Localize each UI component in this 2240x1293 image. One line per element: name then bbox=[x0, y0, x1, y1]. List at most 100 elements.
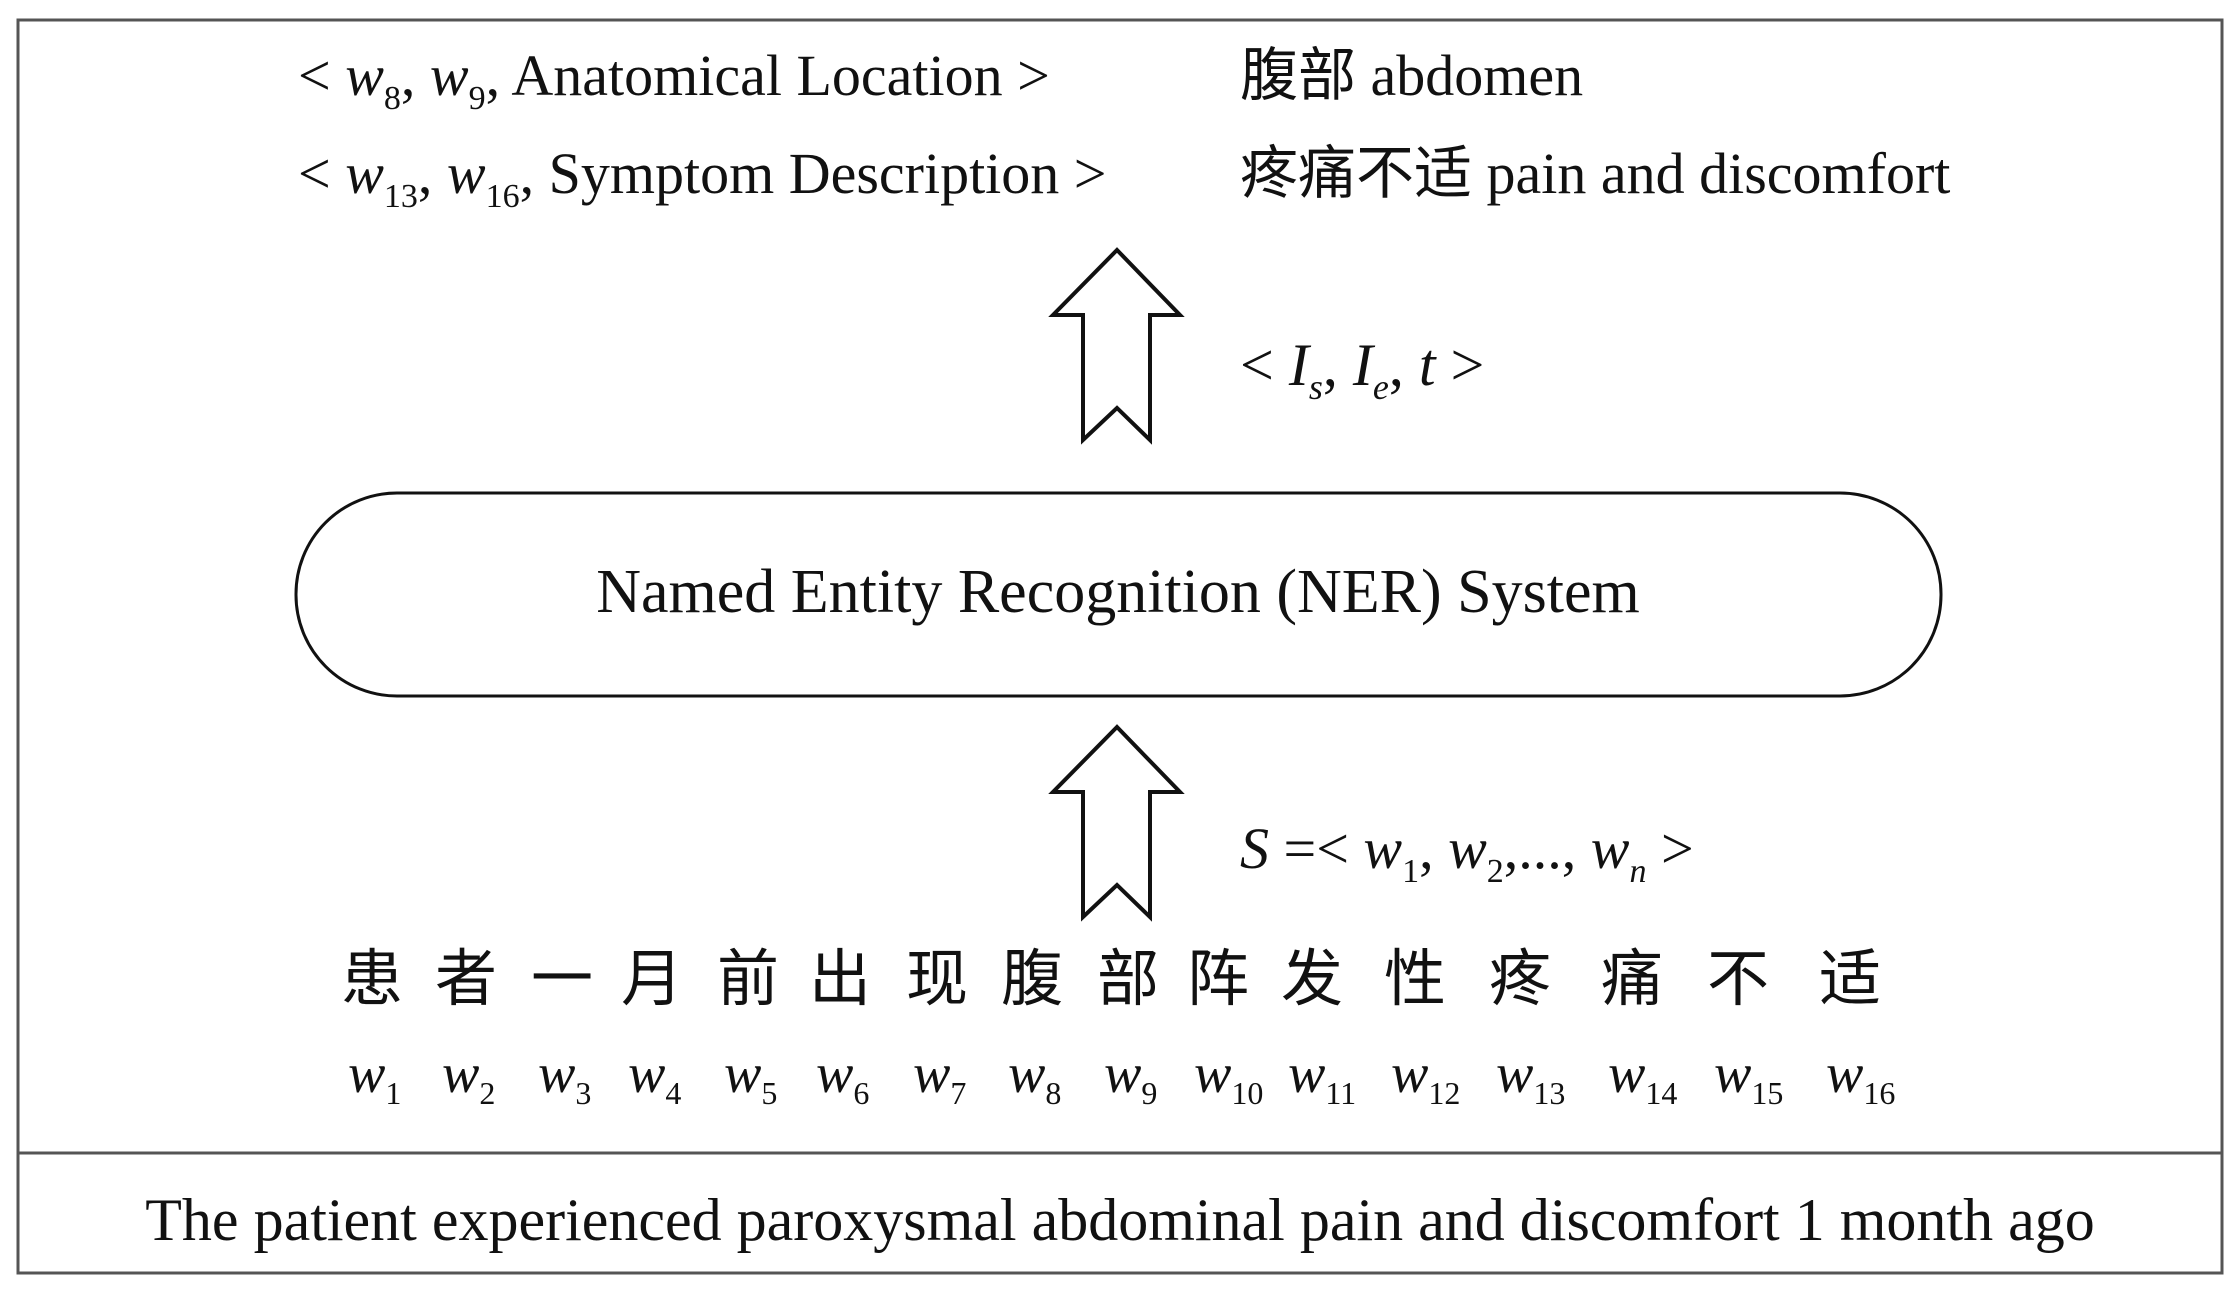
token: w5 bbox=[724, 1043, 777, 1111]
ner-system-label: Named Entity Recognition (NER) System bbox=[596, 558, 1640, 626]
output-notation-a-sub: s bbox=[1309, 367, 1323, 407]
token-sub: 10 bbox=[1231, 1075, 1263, 1111]
character: 阵 bbox=[1187, 946, 1249, 1014]
token-sub: 9 bbox=[1141, 1075, 1157, 1111]
input-notation-t1: w bbox=[1363, 816, 1402, 881]
output-entity-2: < w13, w16, Symptom Description > bbox=[298, 141, 1107, 215]
output-notation: < Is, Ie, t > bbox=[1240, 332, 1484, 407]
token-sub: 6 bbox=[853, 1075, 869, 1111]
input-notation-sn: n bbox=[1629, 853, 1646, 890]
entity-2-en: pain and discomfort bbox=[1487, 141, 1951, 206]
characters-row: 患者一月前出现腹部阵发性疼痛不适 bbox=[341, 946, 1881, 1014]
token-var: w bbox=[724, 1043, 761, 1105]
token: w10 bbox=[1194, 1043, 1263, 1111]
token-var: w bbox=[442, 1043, 479, 1105]
output-notation-a: I bbox=[1288, 332, 1312, 398]
output-notation-c: t bbox=[1419, 332, 1437, 398]
token: w1 bbox=[348, 1043, 401, 1111]
token: w3 bbox=[538, 1043, 591, 1111]
token: w11 bbox=[1288, 1043, 1356, 1111]
token-sub: 16 bbox=[1863, 1075, 1895, 1111]
entity-1-end-sub: 9 bbox=[469, 80, 486, 117]
input-notation-s1: 1 bbox=[1402, 853, 1419, 890]
entity-1-start-var: w bbox=[345, 43, 384, 108]
character: 部 bbox=[1097, 946, 1159, 1014]
character: 适 bbox=[1819, 946, 1881, 1014]
token: w8 bbox=[1008, 1043, 1061, 1111]
output-notation-b-sub: e bbox=[1373, 367, 1389, 407]
token: w15 bbox=[1714, 1043, 1783, 1111]
token-sub: 5 bbox=[761, 1075, 777, 1111]
entity-2-end-var: w bbox=[447, 141, 486, 206]
token-sub: 13 bbox=[1533, 1075, 1565, 1111]
token-var: w bbox=[1826, 1043, 1863, 1105]
token-var: w bbox=[1608, 1043, 1645, 1105]
entity-1-zh: 腹部 bbox=[1240, 43, 1356, 108]
character: 者 bbox=[435, 946, 497, 1014]
input-notation-t2: w bbox=[1448, 816, 1487, 881]
output-entity-1-meaning: 腹部 abdomen bbox=[1240, 43, 1583, 108]
output-entity-1: < w8, w9, Anatomical Location > bbox=[298, 43, 1050, 117]
entity-2-type: Symptom Description bbox=[549, 141, 1060, 206]
output-entity-2-meaning: 疼痛不适 pain and discomfort bbox=[1240, 141, 1950, 206]
token-var: w bbox=[1391, 1043, 1428, 1105]
lower-hollow-arrow-icon bbox=[1048, 724, 1185, 922]
token-var: w bbox=[628, 1043, 665, 1105]
entity-2-end-sub: 16 bbox=[486, 178, 520, 215]
token-var: w bbox=[1008, 1043, 1045, 1105]
character: 发 bbox=[1281, 946, 1343, 1014]
token-sub: 3 bbox=[575, 1075, 591, 1111]
token-sub: 14 bbox=[1645, 1075, 1677, 1111]
token-sub: 11 bbox=[1325, 1075, 1356, 1111]
input-notation-ellipsis: ... bbox=[1518, 816, 1562, 881]
input-notation: S =< w1, w2,..., wn > bbox=[1240, 816, 1694, 890]
token: w12 bbox=[1391, 1043, 1460, 1111]
character: 月 bbox=[621, 946, 683, 1014]
entity-2-start-var: w bbox=[345, 141, 384, 206]
character: 现 bbox=[906, 946, 968, 1014]
token-var: w bbox=[1496, 1043, 1533, 1105]
token-var: w bbox=[1714, 1043, 1751, 1105]
character: 腹 bbox=[1001, 946, 1063, 1014]
token-var: w bbox=[1194, 1043, 1231, 1105]
character: 性 bbox=[1384, 946, 1446, 1014]
character: 一 bbox=[531, 946, 593, 1014]
token-sub: 7 bbox=[950, 1075, 966, 1111]
token-var: w bbox=[348, 1043, 385, 1105]
token-var: w bbox=[913, 1043, 950, 1105]
character: 疼 bbox=[1489, 946, 1551, 1014]
entity-2-zh: 疼痛不适 bbox=[1240, 141, 1472, 206]
entity-1-type: Anatomical Location bbox=[511, 43, 1002, 108]
token: w2 bbox=[442, 1043, 495, 1111]
character: 出 bbox=[809, 946, 871, 1014]
token: w16 bbox=[1826, 1043, 1895, 1111]
token-var: w bbox=[816, 1043, 853, 1105]
entity-1-en: abdomen bbox=[1371, 43, 1584, 108]
token: w14 bbox=[1608, 1043, 1677, 1111]
token-sub: 1 bbox=[385, 1075, 401, 1111]
token-sub: 12 bbox=[1428, 1075, 1460, 1111]
token-var: w bbox=[538, 1043, 575, 1105]
entity-1-start-sub: 8 bbox=[384, 80, 401, 117]
character: 痛 bbox=[1601, 946, 1663, 1014]
token: w9 bbox=[1104, 1043, 1157, 1111]
character: 不 bbox=[1707, 946, 1769, 1014]
token-sub: 2 bbox=[479, 1075, 495, 1111]
input-notation-s2: 2 bbox=[1487, 853, 1504, 890]
upper-hollow-arrow-icon bbox=[1048, 247, 1185, 445]
token-sub: 15 bbox=[1751, 1075, 1783, 1111]
translation-sentence: The patient experienced paroxysmal abdom… bbox=[145, 1187, 2094, 1253]
input-notation-tn: w bbox=[1591, 816, 1630, 881]
character: 前 bbox=[717, 946, 779, 1014]
token-sub: 8 bbox=[1045, 1075, 1061, 1111]
token-var: w bbox=[1104, 1043, 1141, 1105]
input-notation-lhs: S bbox=[1240, 816, 1269, 881]
output-notation-b: I bbox=[1352, 332, 1376, 398]
token: w4 bbox=[628, 1043, 681, 1111]
token-var: w bbox=[1288, 1043, 1325, 1105]
ner-system-box bbox=[294, 491, 1943, 698]
token: w6 bbox=[816, 1043, 869, 1111]
token: w13 bbox=[1496, 1043, 1565, 1111]
